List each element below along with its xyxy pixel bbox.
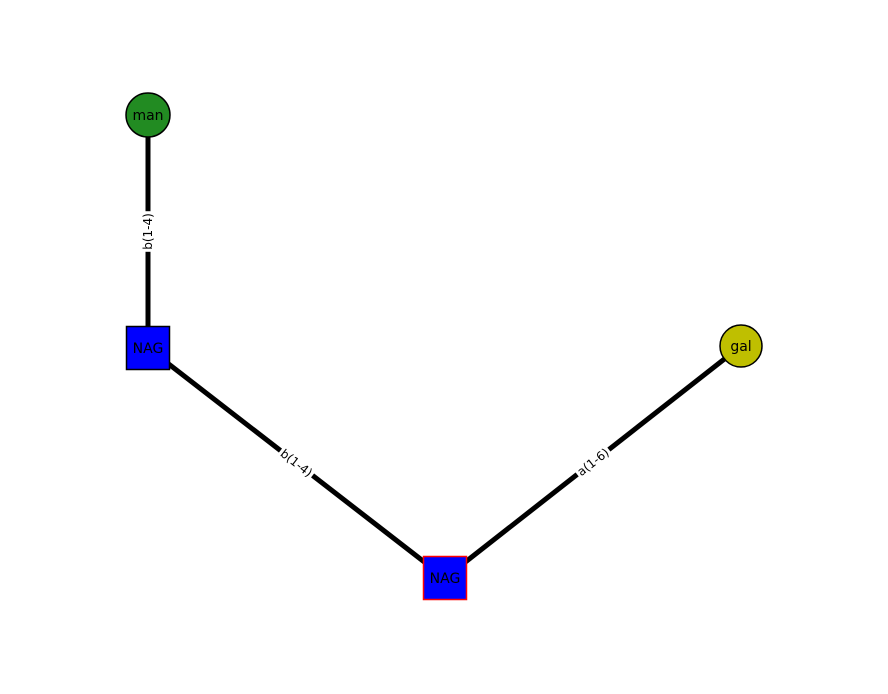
edge-label-bbox — [571, 442, 615, 482]
node-label-nag-1: NAG — [133, 341, 164, 357]
node-nag-2-square — [422, 555, 468, 601]
node-label-gal: gal — [730, 339, 751, 355]
edge-label-bbox — [274, 443, 318, 483]
edge-label-man-to-nag-1: b(1-4) — [139, 211, 158, 252]
node-label-man: man — [132, 108, 163, 124]
edge-label-bbox — [139, 211, 158, 252]
edge-labels-layer: b(1-4)b(1-4)a(1-6) — [139, 211, 615, 483]
edges-layer — [145, 115, 743, 580]
node-gal-circle — [719, 324, 763, 368]
node-label-nag-2: NAG — [430, 571, 461, 587]
edge-label-text: b(1-4) — [141, 213, 155, 250]
node-man-circle — [125, 92, 171, 138]
node-nag-1-square — [125, 325, 171, 371]
